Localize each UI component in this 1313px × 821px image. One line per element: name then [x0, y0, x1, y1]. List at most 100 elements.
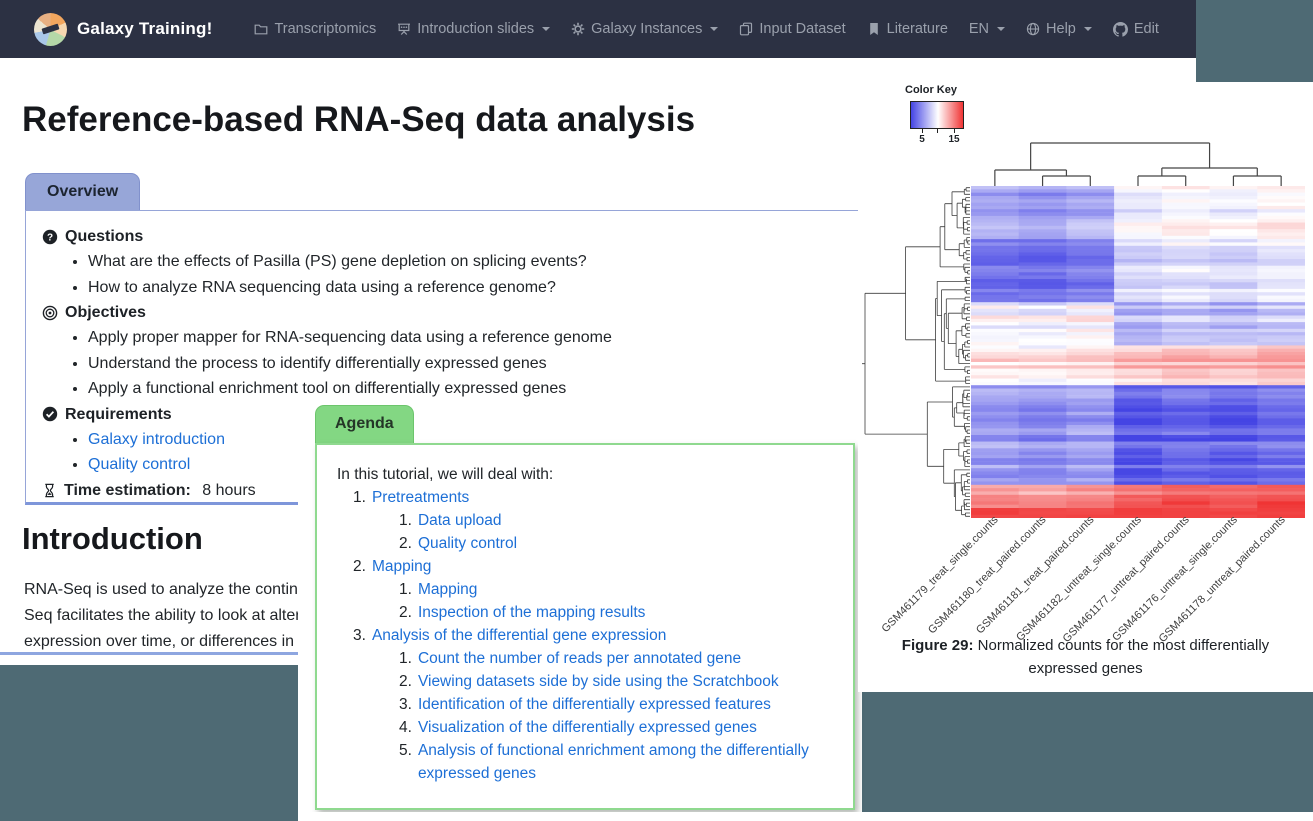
agenda-tab-label: Agenda	[335, 415, 394, 432]
overview-section-heading: Requirements	[42, 402, 846, 427]
color-key-tick	[937, 128, 938, 133]
chevron-down-icon	[542, 27, 551, 31]
overview-list: What are the effects of Pasilla (PS) gen…	[42, 249, 846, 300]
overview-section-title: Requirements	[65, 405, 172, 423]
figure-caption-number: Figure 29:	[901, 637, 974, 654]
agenda-link[interactable]: Inspection of the mapping results	[417, 604, 646, 621]
agenda-subitem-number: 3.	[399, 696, 412, 713]
agenda-link[interactable]: Mapping	[371, 558, 432, 575]
bookmark-icon	[867, 22, 881, 36]
overview-list-item: Apply proper mapper for RNA-sequencing d…	[88, 325, 846, 351]
agenda-subitem: 2.Viewing datasets side by side using th…	[399, 670, 833, 693]
bullseye-icon	[42, 305, 58, 321]
agenda-link[interactable]: Visualization of the differentially expr…	[417, 719, 757, 736]
introduction-heading: Introduction	[22, 521, 203, 556]
agenda-link[interactable]: Viewing datasets side by side using the …	[417, 673, 779, 690]
overview-section-heading: Objectives	[42, 300, 846, 325]
agenda-item-number: 3.	[353, 627, 366, 644]
github-icon	[1112, 21, 1128, 37]
requirement-item: Quality control	[88, 452, 846, 478]
agenda-tab: Agenda	[315, 405, 414, 443]
overview-list-item: Apply a functional enrichment tool on di…	[88, 376, 846, 402]
agenda-link[interactable]: Identification of the differentially exp…	[417, 696, 771, 713]
time-estimation: Time estimation: 8 hours	[42, 478, 846, 504]
time-estimation-label: Time estimation:	[64, 481, 191, 499]
nav-item-label: Help	[1046, 21, 1076, 37]
navbar: Galaxy Training! Transcriptomics Introduc…	[0, 0, 1196, 58]
nav-item-label: Literature	[886, 21, 948, 37]
hourglass-icon	[42, 483, 57, 498]
overview-section-title: Questions	[65, 228, 144, 245]
chevron-down-icon	[997, 27, 1006, 31]
color-key-title: Color Key	[905, 84, 957, 96]
agenda-link[interactable]: Pretreatments	[371, 489, 470, 506]
overview-section-heading: ? Questions	[42, 224, 846, 249]
agenda-subitem: 2.Inspection of the mapping results	[399, 601, 833, 624]
overview-tab-label: Overview	[47, 183, 119, 200]
nav-item-label: Edit	[1133, 21, 1159, 37]
requirement-link[interactable]: Galaxy introduction	[88, 430, 225, 448]
row-dendrogram	[862, 187, 970, 517]
overview-list-item: Understand the process to identify diffe…	[88, 351, 846, 377]
agenda-intro: In this tutorial, we will deal with:	[337, 466, 554, 483]
agenda-item-number: 2.	[353, 558, 366, 575]
color-key-gradient	[910, 101, 964, 129]
agenda-subitem: 1.Data upload	[399, 509, 833, 532]
nav-item-galaxy-instances[interactable]: Galaxy Instances	[571, 21, 719, 37]
agenda-link[interactable]: Quality control	[417, 535, 518, 552]
question-circle-icon: ?	[42, 229, 58, 245]
folder-icon	[254, 22, 268, 36]
column-dendrogram	[994, 142, 1282, 186]
nav-items: Transcriptomics Introduction slides Galaxy…	[254, 21, 1159, 37]
introduction-line: RNA-Seq is used to analyze the continu	[24, 581, 307, 598]
agenda-box: In this tutorial, we will deal with: 1. Pr…	[315, 443, 855, 810]
figure-heatmap: Color Key 5 15 GSM461179_treat_single.co…	[858, 82, 1313, 692]
nav-item-label: EN	[968, 21, 990, 37]
agenda-item: 1. Pretreatments	[353, 486, 833, 509]
nav-item-input-dataset[interactable]: Input Dataset	[739, 21, 846, 37]
nav-item-help[interactable]: Help	[1026, 21, 1092, 37]
nav-item-literature[interactable]: Literature	[867, 21, 948, 37]
nav-item-en[interactable]: EN	[968, 21, 1006, 37]
overview-list: Apply proper mapper for RNA-sequencing d…	[42, 325, 846, 402]
nav-item-transcriptomics[interactable]: Transcriptomics	[254, 21, 376, 37]
agenda-link[interactable]: Analysis of functional enrichment among …	[417, 742, 809, 782]
agenda-subitem: 2. Quality control	[399, 532, 833, 555]
brand-home-link[interactable]: Galaxy Training!	[34, 12, 212, 46]
agenda-link[interactable]: Analysis of the differential gene expres…	[371, 627, 667, 644]
introduction-line: Seq facilitates the ability to look at a…	[24, 607, 301, 624]
bottom-strip	[298, 812, 1313, 821]
copy-icon	[739, 22, 753, 36]
requirement-link[interactable]: Quality control	[88, 456, 191, 473]
nav-item-label: Input Dataset	[759, 21, 846, 37]
agenda-link[interactable]: Mapping	[417, 581, 478, 598]
color-key-tick	[954, 128, 955, 133]
figure-caption: Figure 29: Normalized counts for the mos…	[868, 634, 1303, 680]
page-edge-line	[0, 652, 303, 655]
slides-icon	[397, 22, 411, 36]
nav-item-label: Galaxy Instances	[591, 21, 703, 37]
agenda-item-number: 1.	[353, 489, 366, 506]
agenda-subitem-number: 2.	[399, 535, 412, 552]
nav-item-introduction-slides[interactable]: Introduction slides	[397, 21, 551, 37]
figure-caption-text: Normalized counts for the most different…	[977, 637, 1270, 677]
requirement-item: Galaxy introduction	[88, 427, 846, 453]
agenda-subitem: 3. Identification of the differentially e…	[399, 693, 833, 716]
agenda-subitem-number: 5.	[399, 742, 412, 759]
chevron-down-icon	[710, 27, 719, 31]
color-key-label-high: 15	[948, 134, 960, 145]
nav-item-label: Introduction slides	[417, 21, 535, 37]
overview-section-title: Objectives	[65, 304, 146, 321]
agenda-link[interactable]: Data upload	[417, 512, 502, 529]
check-circle-icon	[42, 406, 58, 422]
galaxy-logo-icon	[34, 12, 67, 46]
agenda-subitem: 4. Visualization of the differentially ex…	[399, 716, 833, 739]
agenda-subitem: 1.Count the number of reads per annotate…	[399, 647, 833, 670]
agenda-subitem-number: 4.	[399, 719, 412, 736]
agenda-link[interactable]: Count the number of reads per annotated …	[417, 650, 742, 667]
overview-list-item: What are the effects of Pasilla (PS) gen…	[88, 249, 846, 275]
nav-item-edit[interactable]: Edit	[1112, 21, 1159, 37]
overview-list: Galaxy introductionQuality control	[42, 427, 846, 478]
